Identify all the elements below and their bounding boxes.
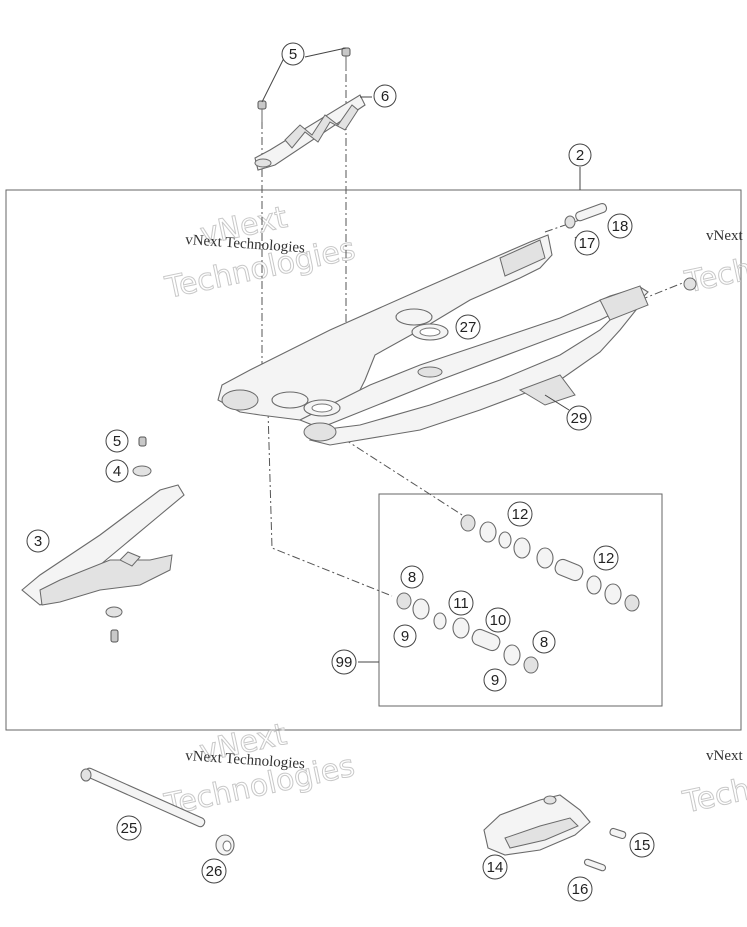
svg-text:Tech: Tech: [679, 772, 747, 820]
svg-text:12: 12: [598, 550, 615, 567]
svg-text:14: 14: [487, 859, 504, 876]
callout-29: 29: [566, 405, 592, 431]
svg-text:8: 8: [408, 569, 416, 586]
callout-2: 2: [568, 143, 592, 167]
svg-text:3: 3: [34, 533, 42, 550]
leader-lines: [261, 47, 587, 663]
swingarm: [217, 234, 649, 446]
svg-text:25: 25: [121, 820, 138, 837]
callout-17: 17: [574, 230, 600, 256]
chain-guide: [483, 794, 591, 856]
svg-text:5: 5: [289, 46, 297, 63]
watermark-ghost-4: Tech: [679, 772, 747, 821]
callout-9-left: 9: [393, 624, 417, 648]
screw-top-right: [341, 47, 351, 70]
svg-text:6: 6: [381, 88, 389, 105]
callout-99: 99: [331, 649, 357, 675]
watermark-text-1: vNext Technologies: [185, 232, 306, 256]
callout-16: 16: [567, 876, 593, 902]
spacer-26: [215, 834, 235, 856]
bearing-kit-frame: [378, 493, 663, 707]
seal-set: [271, 308, 449, 417]
watermark-text-4: vNext: [706, 748, 743, 764]
svg-text:12: 12: [512, 506, 529, 523]
callout-27: 27: [455, 314, 481, 340]
callouts: 5 6 2 18 17 27 29 5 4 3 12 12 8 11 9 10 …: [26, 42, 655, 902]
svg-text:2: 2: [576, 147, 584, 164]
svg-text:9: 9: [401, 628, 409, 645]
callout-25: 25: [116, 815, 142, 841]
callout-5-top: 5: [281, 42, 305, 66]
callout-15: 15: [629, 832, 655, 858]
callout-12-right: 12: [593, 545, 619, 571]
svg-text:27: 27: [460, 319, 477, 336]
pivot-axle: [80, 767, 206, 828]
callout-12-upper: 12: [507, 501, 533, 527]
callout-26: 26: [201, 858, 227, 884]
callout-5-left: 5: [105, 429, 129, 453]
washer-left-4: [132, 465, 152, 477]
svg-text:99: 99: [336, 654, 353, 671]
svg-text:9: 9: [491, 672, 499, 689]
callout-3: 3: [26, 529, 50, 553]
callout-11: 11: [448, 590, 474, 616]
screw-left-5: [138, 436, 147, 447]
callout-18: 18: [607, 213, 633, 239]
callout-9-right: 9: [483, 668, 507, 692]
bolt-15: [609, 827, 627, 840]
svg-text:11: 11: [453, 595, 469, 612]
svg-text:29: 29: [571, 410, 588, 427]
svg-text:Tech: Tech: [681, 252, 747, 300]
main-assembly-frame: [5, 189, 742, 731]
bolt-16: [583, 858, 607, 872]
chain-guide-bracket: [254, 94, 366, 171]
svg-text:5: 5: [113, 433, 121, 450]
svg-text:18: 18: [612, 218, 629, 235]
svg-text:4: 4: [113, 463, 121, 480]
svg-text:8: 8: [540, 634, 548, 651]
adjuster-pin: [564, 203, 608, 229]
svg-text:17: 17: [579, 235, 596, 252]
callout-10: 10: [485, 607, 511, 633]
svg-text:15: 15: [634, 837, 651, 854]
svg-text:26: 26: [206, 863, 223, 880]
bearing-kit-parts: [396, 514, 640, 674]
end-cap: [683, 277, 697, 291]
chain-slider: [21, 484, 185, 606]
svg-text:16: 16: [572, 881, 589, 898]
callout-4: 4: [105, 459, 129, 483]
watermark-ghost-3: Tech: [681, 251, 747, 300]
screw-top-left: [257, 100, 267, 122]
callout-6: 6: [373, 84, 397, 108]
svg-text:10: 10: [490, 612, 507, 629]
callout-14: 14: [482, 854, 508, 880]
callout-8-left: 8: [400, 565, 424, 589]
callout-8-right: 8: [532, 630, 556, 654]
nut-bottom: [105, 606, 123, 643]
watermark-text-3: vNext: [706, 228, 743, 244]
